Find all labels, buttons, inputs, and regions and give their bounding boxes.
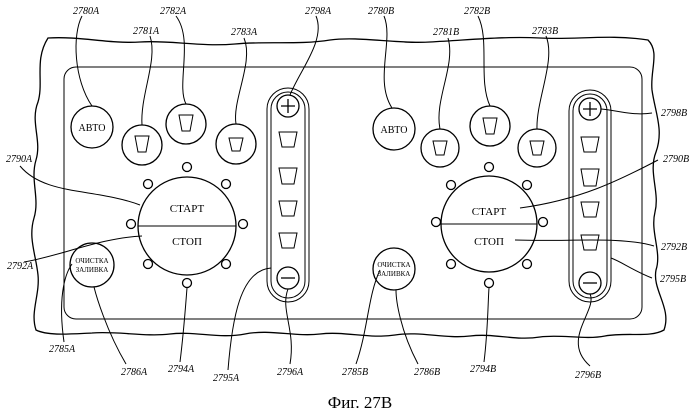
ref-2798b: 2798B — [661, 108, 687, 119]
level-segment-icon — [279, 233, 297, 248]
level-segment-icon — [581, 169, 599, 186]
ref-2783a: 2783A — [231, 27, 258, 38]
ref-2782a: 2782A — [160, 6, 187, 17]
ref-2786a: 2786A — [121, 367, 148, 378]
fill-label-a: ЗАЛИВКА — [76, 266, 109, 274]
minus-button-b[interactable] — [579, 272, 601, 294]
ref-2792b: 2792B — [661, 242, 687, 253]
ref-2794a: 2794A — [168, 364, 195, 375]
auto-button-a[interactable]: АВТО — [71, 106, 113, 148]
speed-button-b-3[interactable] — [518, 129, 556, 167]
ref-2781a: 2781A — [133, 26, 160, 37]
speed-button-b-1[interactable] — [421, 129, 459, 167]
ref-2780a: 2780A — [73, 6, 100, 17]
level-column-a — [267, 88, 309, 302]
auto-button-b[interactable]: АВТО — [373, 108, 415, 150]
start-stop-button-b[interactable]: СТАРТ СТОП — [441, 176, 537, 272]
ref-2785a: 2785A — [49, 344, 76, 355]
clean-fill-button-a[interactable]: ОЧИСТКА ЗАЛИВКА — [70, 243, 114, 287]
level-segment-icon — [581, 235, 599, 250]
reference-labels: 2780A 2781A 2782A 2783A 2798A 2790A 2792… — [6, 6, 689, 384]
level-segment-icon — [581, 137, 599, 152]
ref-2790b: 2790B — [663, 154, 689, 165]
ref-2798a: 2798A — [305, 6, 332, 17]
ref-2795b: 2795B — [660, 274, 686, 285]
speed-button-b-2[interactable] — [470, 106, 510, 146]
speed-button-a-3[interactable] — [216, 124, 256, 164]
fill-label-b: ЗАЛИВКА — [378, 270, 411, 278]
ref-2795a: 2795A — [213, 373, 240, 384]
minus-button-a[interactable] — [277, 267, 299, 289]
start-label-b: СТАРТ — [472, 206, 507, 218]
ref-2782b: 2782B — [464, 6, 490, 17]
plus-button-a[interactable] — [277, 95, 299, 117]
level-segment-icon — [279, 201, 297, 216]
ref-2796a: 2796A — [277, 367, 304, 378]
level-segment-icon — [581, 202, 599, 217]
start-stop-button-a[interactable]: СТАРТ СТОП — [138, 177, 236, 275]
speed-button-a-1[interactable] — [122, 125, 162, 165]
clean-label-a: ОЧИСТКА — [75, 257, 108, 265]
level-segment-icon — [279, 132, 297, 147]
ref-2786b: 2786B — [414, 367, 440, 378]
ref-2790a: 2790A — [6, 154, 33, 165]
clean-label-b: ОЧИСТКА — [377, 261, 410, 269]
plus-button-b[interactable] — [579, 98, 601, 120]
auto-button-a-label: АВТО — [79, 123, 106, 134]
auto-button-b-label: АВТО — [381, 125, 408, 136]
outer-wavy-boundary — [32, 37, 666, 338]
ref-2794b: 2794B — [470, 364, 496, 375]
ref-2781b: 2781B — [433, 27, 459, 38]
speed-button-a-2[interactable] — [166, 104, 206, 144]
figure-caption: Фиг. 27B — [328, 393, 392, 412]
stop-label-b: СТОП — [474, 236, 504, 248]
ref-2785b: 2785B — [342, 367, 368, 378]
panel-a: АВТО СТАРТ СТОП — [70, 88, 309, 302]
start-label-a: СТАРТ — [170, 203, 205, 215]
ref-2783b: 2783B — [532, 26, 558, 37]
level-segment-icon — [279, 168, 297, 184]
leader-lines — [20, 16, 658, 370]
clean-fill-button-b[interactable]: ОЧИСТКА ЗАЛИВКА — [373, 248, 415, 290]
ref-2792a: 2792A — [7, 261, 34, 272]
ref-2780b: 2780B — [368, 6, 394, 17]
stop-label-a: СТОП — [172, 236, 202, 248]
ref-2796b: 2796B — [575, 370, 601, 381]
